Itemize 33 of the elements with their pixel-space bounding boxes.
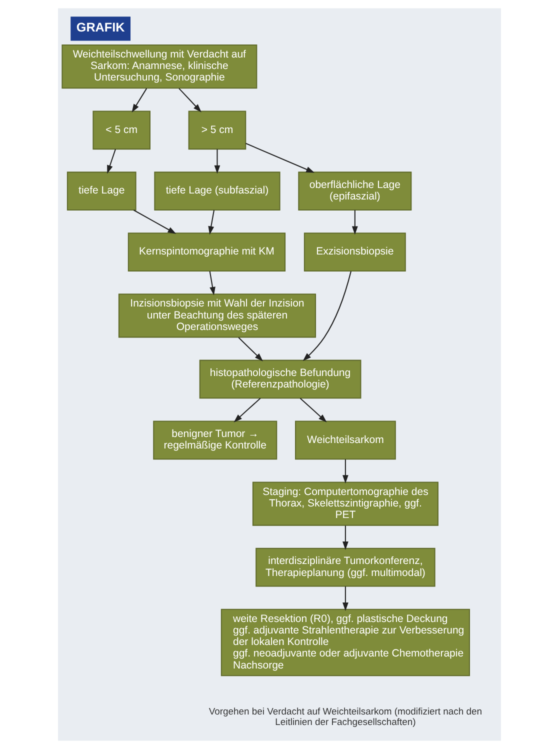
node-box: Weichteilschwellung mit Verdacht auf Sarkom: Anamnese, klinische Untersuchung, Sonographie: [61, 44, 257, 89]
arrow: [238, 337, 263, 362]
arrow: [132, 210, 176, 234]
node-box: histopathologische Befundung (Referenzpathologie): [198, 360, 361, 399]
arrow: [342, 586, 348, 611]
node-box: Kernspintomographie mit KM: [127, 232, 286, 272]
arrow: [131, 88, 147, 113]
arrow: [351, 210, 358, 235]
node-box: Inzisionsbiopsie mit Wahl der Inzision unter Beachtung des späteren Operationsweges: [118, 294, 316, 338]
node-box: > 5 cm: [188, 110, 246, 150]
arrow: [342, 459, 348, 484]
node-box: weite Resektion (R0), ggf. plastische Deckung ggf. adjuvante Strahlentherapie zur Verbesserung der lokalen Kontrolle ggf. neoadjuvante oder adjuvante Chemotherapie Nachsorge: [220, 608, 470, 676]
node-box: tiefe Lage (subfaszial): [154, 172, 280, 211]
arrow: [214, 149, 220, 174]
arrow: [106, 149, 116, 174]
arrow: [208, 210, 214, 235]
diagram-title: GRAFIK: [76, 20, 124, 34]
arrow: [178, 88, 201, 112]
node-box: oberflächliche Lage (epifaszial): [298, 172, 412, 211]
node-box: tiefe Lage: [66, 172, 136, 211]
arrow: [299, 398, 326, 422]
node-box: < 5 cm: [92, 110, 150, 150]
arrow: [342, 526, 348, 550]
node-box: Staging: Computertomographie des Thorax, Skelettszintigraphie, ggf. PET: [252, 482, 438, 526]
node-box: benigner Tumor → regelmäßige Kontrolle: [152, 420, 277, 460]
arrow: [245, 142, 314, 173]
node-box: interdisziplinäre Tumorkonferenz, Therapieplanung (ggf. multimodal): [255, 548, 435, 587]
arrow: [208, 271, 215, 296]
node-box: Weichteilsarkom: [294, 420, 396, 460]
node-box: Exzisionsbiopsie: [303, 232, 406, 272]
arrow: [302, 271, 351, 362]
caption: Vorgehen bei Verdacht auf Weichteilsarkom (modifiziert nach den Leitlinien der Fachgesellschaften): [208, 706, 482, 728]
arrow: [233, 398, 260, 422]
